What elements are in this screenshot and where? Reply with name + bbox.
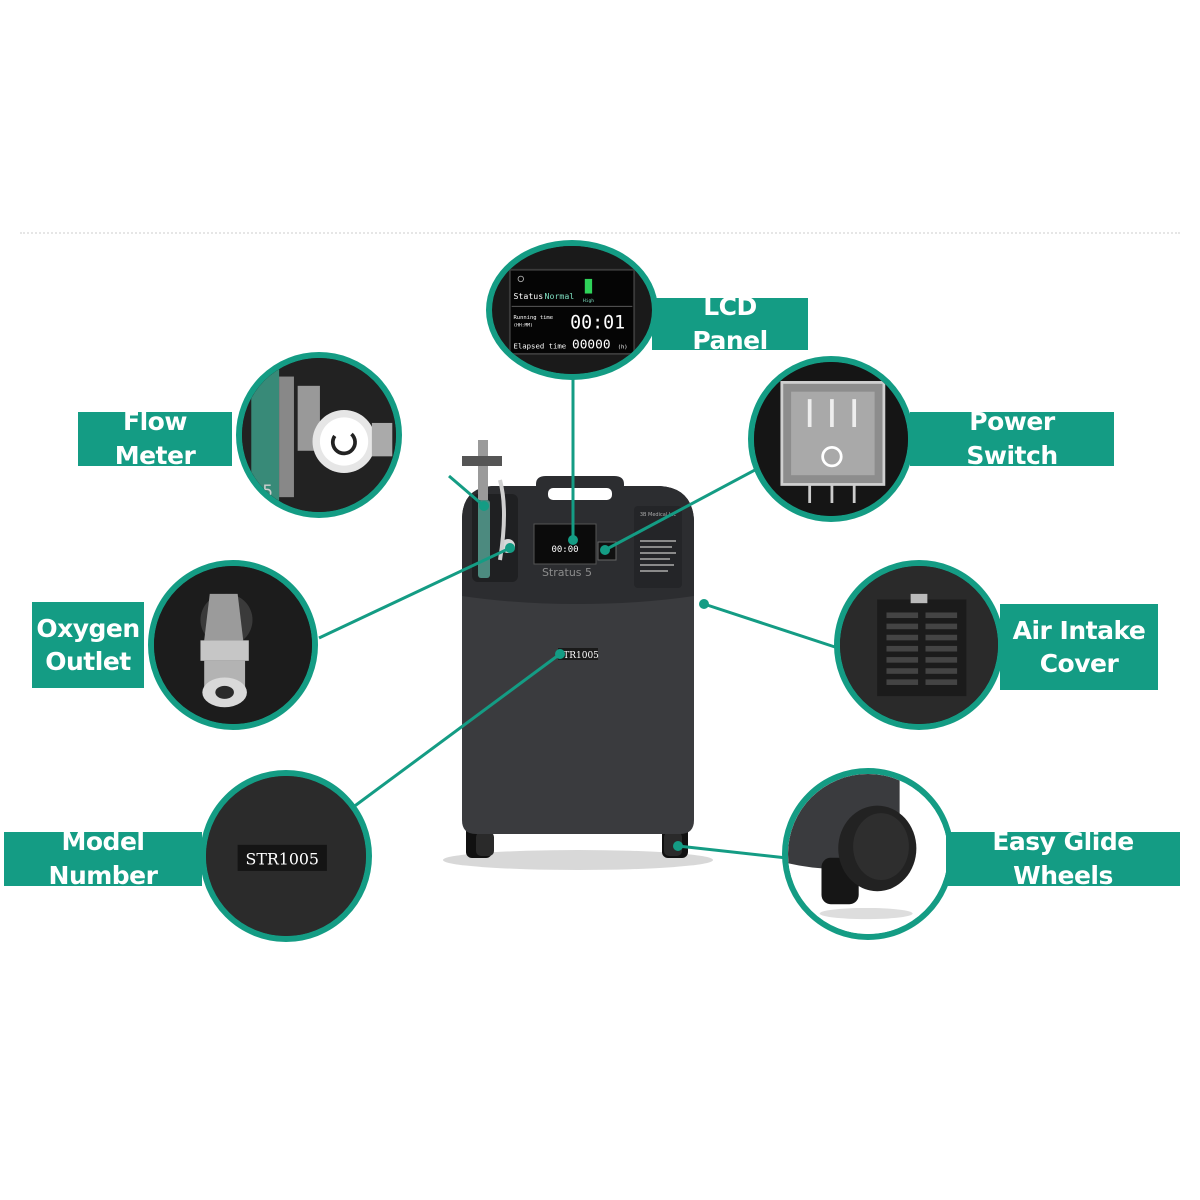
model-number-zoom: STR1005 [206,776,366,936]
device-handle-opening [548,488,612,500]
flow-meter-zoom: 5 [242,358,396,512]
lcd-panel-zoom: Status Normal High Running time (HH:MM) … [493,246,651,374]
device-floor-shadow [443,850,713,870]
power-switch-inset [748,356,914,522]
label-flow-meter: Flow Meter [78,407,232,470]
device-info-panel-text [640,540,676,572]
label-lcd-panel: LCD Panel [652,292,808,355]
device-tube-bracket [462,456,502,466]
device-lcd-mini-time: 00:00 [551,545,578,555]
device-lcd-screen [533,523,597,565]
lcd-running-time-label: Running time [513,315,553,321]
connector-dots [479,501,709,851]
lcd-running-time-value: 00:01 [570,312,625,333]
power-switch-zoom [754,362,908,516]
connector-oxygen-outlet [318,546,511,640]
connector-flow-meter [448,474,485,508]
flow-meter-inset: 5 [236,352,402,518]
model-number-inset: STR1005 [200,770,372,942]
lcd-running-time-unit: (HH:MM) [513,322,532,328]
label-easy-glide-wheels: Easy Glide Wheels [946,827,1180,890]
lcd-level-bar [584,278,593,294]
lcd-elapsed-time-label: Elapsed time [513,341,566,350]
lcd-elapsed-time-unit: (h) [618,344,628,350]
connector-air-intake [703,602,839,650]
lcd-status-value: Normal [545,291,575,301]
label-oxygen-outlet: Oxygen Outlet [32,602,144,688]
lcd-status-label: Status [513,291,543,301]
device-model-sticker-bg [558,648,598,660]
label-air-intake-cover: Air Intake Cover [1000,604,1158,690]
oxygen-outlet-zoom [154,566,312,724]
device-brand-name: Stratus 5 [542,566,592,579]
oxygen-outlet-inset [148,560,318,730]
air-vent-grille-icon [886,612,958,685]
background-dotted-rule [20,232,1180,234]
device-model-sticker: STR1005 [557,651,599,661]
connector-power-switch [604,461,769,552]
connector-model-number [351,652,561,810]
device-maker-badge: 3B Medical Inc [640,512,677,518]
connector-lines [318,372,839,860]
power-off-icon [821,445,843,468]
model-inset-sticker: STR1005 [246,849,319,868]
connector-wheels [677,844,788,860]
label-power-switch: Power Switch [910,407,1114,470]
lcd-elapsed-time-value: 00000 [572,337,611,352]
wheels-zoom [788,774,948,934]
label-model-number: Model Number [4,827,202,890]
lcd-panel-inset: Status Normal High Running time (HH:MM) … [486,240,658,380]
air-intake-zoom [840,566,998,724]
wheels-inset [782,768,954,940]
device-tube-holder [478,440,488,500]
device-oxygen-tube [498,479,506,561]
device-flowmeter-tube [478,500,490,578]
svg-text:5: 5 [262,482,273,501]
lcd-level-label: High [583,298,594,304]
air-intake-inset [834,560,1004,730]
